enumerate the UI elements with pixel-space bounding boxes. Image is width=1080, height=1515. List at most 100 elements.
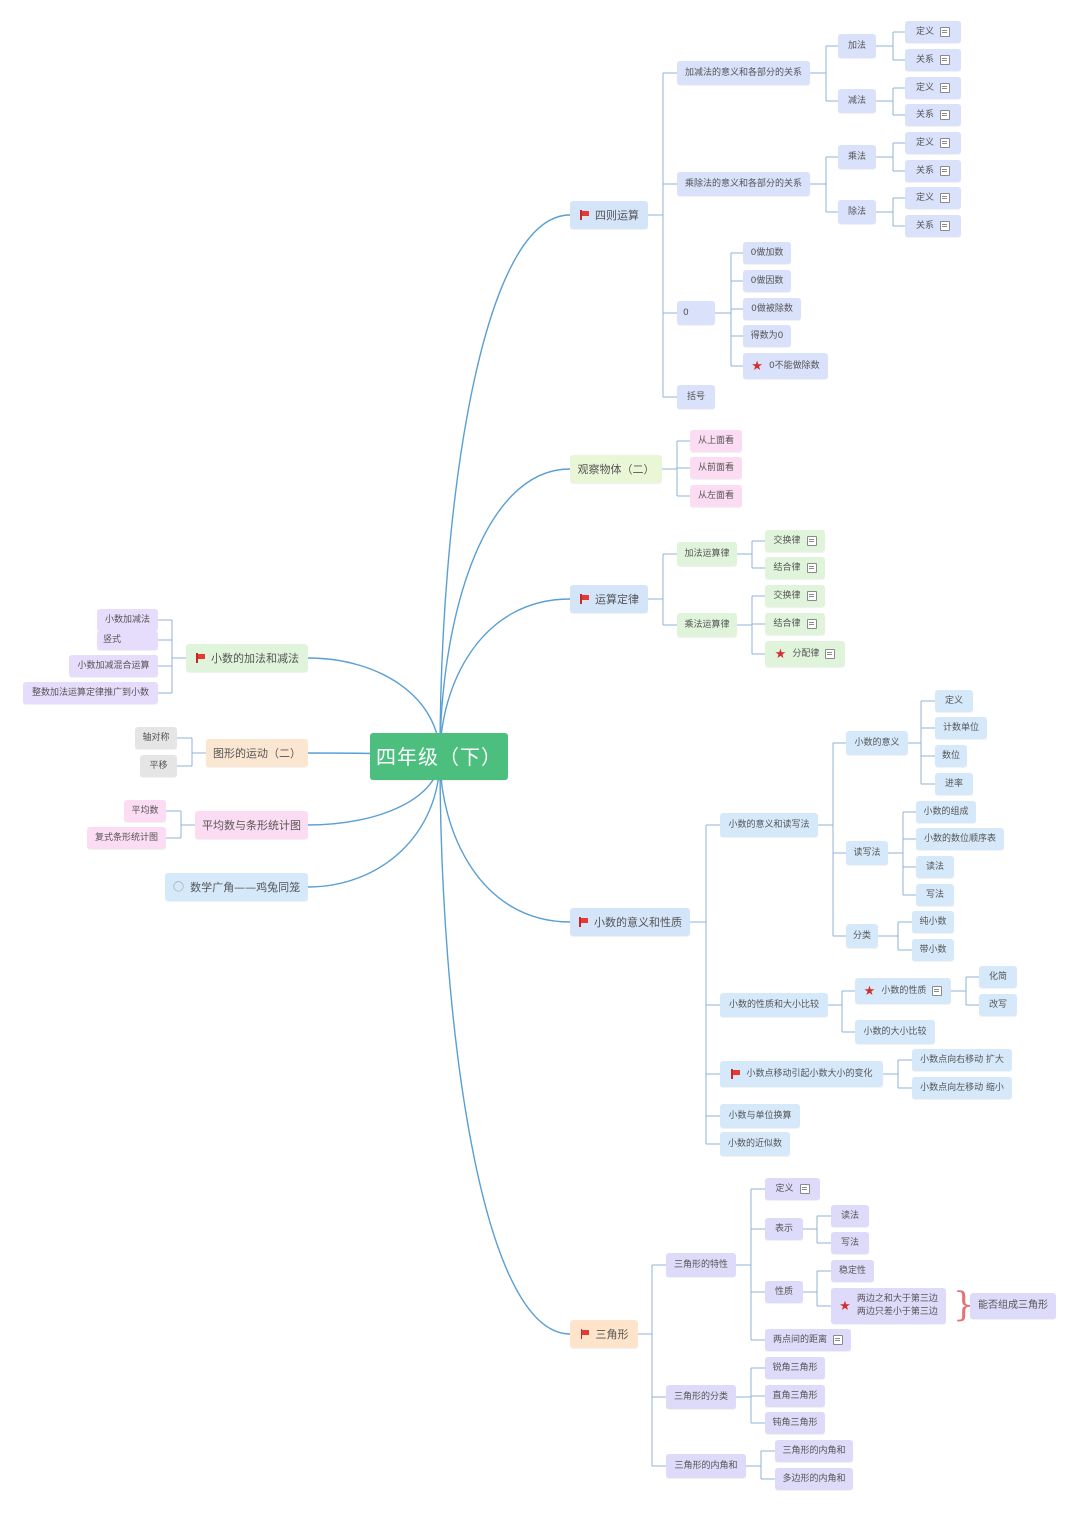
node-definition[interactable]: 定义: [905, 77, 961, 99]
node-zero-item[interactable]: 0做因数: [743, 270, 791, 292]
note-icon[interactable]: [806, 563, 817, 573]
node-class-item[interactable]: 纯小数: [912, 911, 954, 933]
branch-shape-movement[interactable]: 图形的运动（二）: [206, 739, 308, 767]
node-commutative[interactable]: 交换律: [765, 530, 825, 552]
node-read-write-item[interactable]: 写法: [916, 884, 954, 906]
branch-triangle[interactable]: 三角形: [570, 1320, 638, 1348]
node-class-item[interactable]: 直角三角形: [765, 1385, 825, 1407]
node-zero-item[interactable]: 0做加数: [743, 242, 791, 264]
node-side-rule[interactable]: ★ 两边之和大于第三边 两边只差小于第三边: [831, 1288, 946, 1324]
node-decimal-read-write[interactable]: 小数的意义和读写法: [720, 813, 818, 837]
branch-math-wide-angle[interactable]: ◯数学广角——鸡兔同笼: [165, 873, 308, 901]
node-classification[interactable]: 分类: [846, 924, 878, 948]
node-add-sub-meaning[interactable]: 加减法的意义和各部分的关系: [677, 61, 810, 85]
node-triangle-property[interactable]: 性质: [765, 1281, 803, 1303]
node-distance[interactable]: 两点间的距离: [765, 1329, 851, 1351]
node-stability[interactable]: 稳定性: [831, 1260, 874, 1282]
node-approximate[interactable]: 小数的近似数: [720, 1132, 790, 1156]
node-class-item[interactable]: 锐角三角形: [765, 1357, 825, 1379]
node-division[interactable]: 除法: [838, 200, 876, 224]
node-multiplication-laws[interactable]: 乘法运算律: [677, 613, 737, 637]
node-class-item[interactable]: 带小数: [912, 939, 954, 961]
node-compound-bar-chart[interactable]: 复式条形统计图: [87, 827, 166, 849]
node-distributive[interactable]: ★分配律: [765, 641, 845, 667]
node-average[interactable]: 平均数: [124, 800, 166, 822]
node-unit-conversion[interactable]: 小数与单位换算: [720, 1104, 800, 1128]
node-commutative[interactable]: 交换律: [765, 585, 825, 607]
node-read-write-item[interactable]: 小数的组成: [916, 801, 976, 823]
node-vertical-form[interactable]: 竖式: [97, 631, 158, 650]
note-icon[interactable]: [940, 27, 950, 37]
node-decimal-property[interactable]: ★小数的性质: [855, 978, 951, 1004]
note-icon[interactable]: [833, 1335, 843, 1345]
node-axial-symmetry[interactable]: 轴对称: [135, 727, 177, 749]
branch-observe-objects[interactable]: 观察物体（二）: [570, 455, 662, 483]
node-notation-item[interactable]: 写法: [831, 1232, 869, 1254]
node-associative[interactable]: 结合律: [765, 613, 825, 635]
node-associative[interactable]: 结合律: [765, 557, 825, 579]
node-addition-laws[interactable]: 加法运算律: [677, 542, 737, 566]
node-mixed-operation[interactable]: 小数加减混合运算: [69, 655, 158, 677]
note-icon[interactable]: [932, 986, 943, 996]
branch-decimal-meaning[interactable]: 小数的意义和性质: [570, 908, 690, 936]
branch-average-bar-chart[interactable]: 平均数与条形统计图: [195, 811, 308, 839]
node-read-write-method[interactable]: 读写法: [846, 841, 888, 865]
branch-decimal-add-sub[interactable]: 小数的加法和减法: [186, 644, 308, 672]
node-class-item[interactable]: 钝角三角形: [765, 1412, 825, 1434]
node-move-item[interactable]: 小数点向左移动 缩小: [912, 1077, 1012, 1099]
node-zero-item-key[interactable]: ★0不能做除数: [743, 353, 828, 379]
node-meaning-item[interactable]: 进率: [935, 773, 973, 795]
node-parentheses[interactable]: 括号: [677, 385, 715, 409]
node-triangle-features[interactable]: 三角形的特性: [666, 1253, 736, 1277]
node-mul-div-meaning[interactable]: 乘除法的意义和各部分的关系: [677, 172, 810, 196]
node-multiplication[interactable]: 乘法: [838, 145, 876, 169]
node-triangle-definition[interactable]: 定义: [765, 1178, 820, 1200]
node-view[interactable]: 从上面看: [690, 430, 742, 452]
node-read-write-item[interactable]: 小数的数位顺序表: [916, 828, 1004, 850]
node-relation[interactable]: 关系: [905, 49, 961, 71]
node-meaning-item[interactable]: 计数单位: [935, 717, 987, 739]
node-meaning-item[interactable]: 定义: [935, 690, 973, 712]
node-meaning-item[interactable]: 数位: [935, 745, 967, 767]
node-notation[interactable]: 表示: [765, 1218, 803, 1240]
node-read-write-item[interactable]: 读法: [916, 856, 954, 878]
node-definition[interactable]: 定义: [905, 132, 961, 154]
node-decimal-add-sub-item[interactable]: 小数加减法: [97, 609, 158, 631]
node-decimal-comparison[interactable]: 小数的大小比较: [855, 1020, 935, 1044]
node-subtraction[interactable]: 减法: [838, 89, 876, 113]
note-icon[interactable]: [940, 110, 950, 120]
note-icon[interactable]: [940, 221, 950, 231]
note-icon[interactable]: [806, 591, 817, 601]
node-view[interactable]: 从前面看: [690, 457, 742, 479]
node-law-extension[interactable]: 整数加法运算定律推广到小数: [23, 682, 158, 704]
node-definition[interactable]: 定义: [905, 21, 961, 43]
node-move-item[interactable]: 小数点向右移动 扩大: [912, 1049, 1012, 1071]
node-zero[interactable]: 0: [677, 301, 715, 325]
branch-operation-laws[interactable]: 运算定律: [570, 585, 648, 613]
note-icon[interactable]: [940, 83, 950, 93]
node-zero-item[interactable]: 0做被除数: [743, 298, 801, 320]
node-angle-item[interactable]: 多边形的内角和: [775, 1468, 853, 1490]
node-definition[interactable]: 定义: [905, 187, 961, 209]
note-icon[interactable]: [806, 536, 817, 546]
note-icon[interactable]: [806, 619, 817, 629]
node-triangle-classes[interactable]: 三角形的分类: [666, 1385, 736, 1409]
note-icon[interactable]: [940, 166, 950, 176]
node-relation[interactable]: 关系: [905, 160, 961, 182]
node-property-comparison[interactable]: 小数的性质和大小比较: [720, 993, 828, 1017]
node-view[interactable]: 从左面看: [690, 485, 742, 507]
node-notation-item[interactable]: 读法: [831, 1205, 869, 1227]
node-relation[interactable]: 关系: [905, 104, 961, 126]
node-addition[interactable]: 加法: [838, 34, 876, 58]
node-decimal-point-move[interactable]: 小数点移动引起小数大小的变化: [720, 1061, 883, 1087]
node-can-form-triangle[interactable]: 能否组成三角形: [970, 1293, 1056, 1319]
central-topic[interactable]: 四年级（下）: [370, 733, 508, 780]
note-icon[interactable]: [799, 1184, 810, 1194]
node-translation[interactable]: 平移: [140, 755, 177, 777]
node-decimal-meaning[interactable]: 小数的意义: [846, 731, 908, 755]
node-zero-item[interactable]: 得数为0: [743, 325, 791, 347]
note-icon[interactable]: [825, 649, 836, 659]
branch-four-operations[interactable]: 四则运算: [570, 201, 648, 229]
node-property-item[interactable]: 化简: [979, 966, 1017, 988]
node-property-item[interactable]: 改写: [979, 994, 1017, 1016]
